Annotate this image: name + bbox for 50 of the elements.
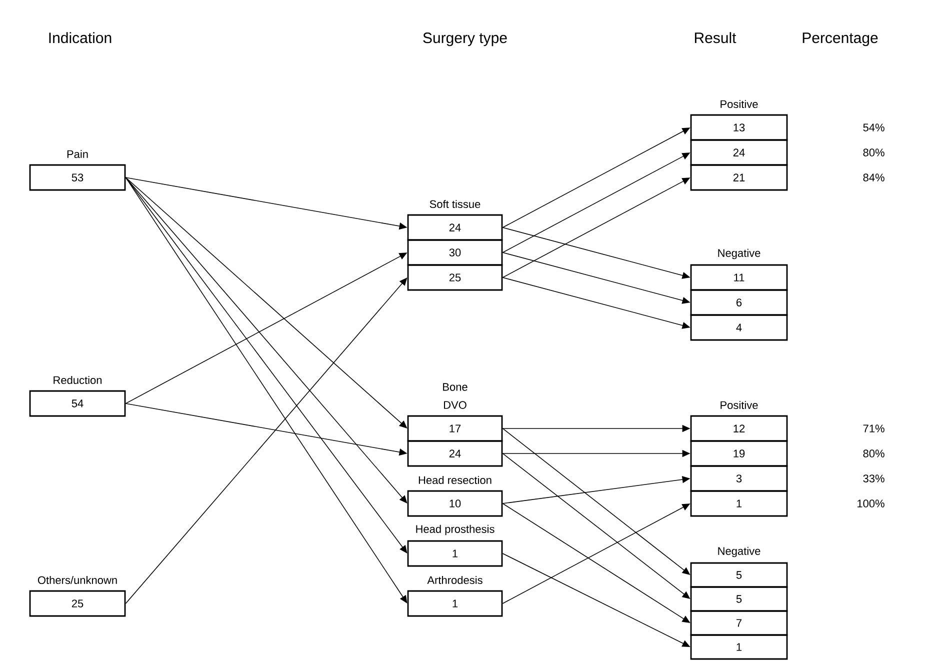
- count-box: 19: [690, 440, 788, 467]
- count-box: 24: [407, 440, 503, 467]
- count-box: 25: [29, 590, 126, 617]
- percentage: 80%: [863, 148, 884, 156]
- count-box: 13: [690, 114, 788, 141]
- count-box: 1: [690, 490, 788, 517]
- count-box: 12: [690, 415, 788, 442]
- percentage: 80%: [863, 450, 884, 458]
- count-box: 25: [407, 264, 503, 291]
- column-heading: Result: [694, 32, 736, 44]
- percentage: 71%: [863, 424, 884, 432]
- count-box: 30: [407, 239, 503, 266]
- count-box: 54: [29, 390, 126, 417]
- percentage: 84%: [863, 174, 884, 182]
- percentage: 33%: [863, 474, 884, 482]
- box-heading: Soft tissue: [430, 200, 480, 208]
- box-heading: Pain: [67, 150, 88, 158]
- box-heading: Reduction: [54, 376, 102, 384]
- count-box: 10: [407, 490, 503, 517]
- group-heading: Bone: [443, 383, 468, 391]
- count-box: 1: [407, 540, 503, 567]
- box-heading: DVO: [444, 401, 466, 409]
- count-box: 11: [690, 264, 788, 291]
- arrow: [125, 278, 408, 604]
- count-box: 24: [690, 139, 788, 166]
- box-heading: Positive: [720, 100, 758, 108]
- box-heading: Head prosthesis: [416, 524, 494, 536]
- column-heading: Percentage: [802, 32, 878, 46]
- box-heading: Negative: [718, 248, 760, 260]
- percentage: 100%: [858, 500, 884, 508]
- box-heading: Others/unknown: [38, 576, 117, 584]
- count-box: 21: [690, 164, 788, 191]
- count-box: 1: [407, 590, 503, 617]
- box-heading: Arthrodesis: [427, 576, 482, 584]
- column-heading: Indication: [49, 32, 112, 44]
- count-box: 3: [690, 465, 788, 492]
- count-box: 24: [407, 214, 503, 241]
- count-box: 6: [690, 289, 788, 316]
- percentage: 54%: [863, 124, 884, 132]
- count-box: 53: [29, 164, 126, 191]
- count-box: 5: [690, 562, 788, 588]
- count-box: 4: [690, 314, 788, 341]
- box-heading: Negative: [718, 546, 760, 558]
- box-heading: Head resection: [418, 476, 492, 484]
- count-box: 5: [690, 586, 788, 612]
- count-box: 1: [690, 634, 788, 660]
- column-heading: Surgery type: [423, 32, 507, 46]
- count-box: 17: [407, 415, 503, 442]
- count-box: 7: [690, 610, 788, 636]
- box-heading: Positive: [720, 400, 758, 410]
